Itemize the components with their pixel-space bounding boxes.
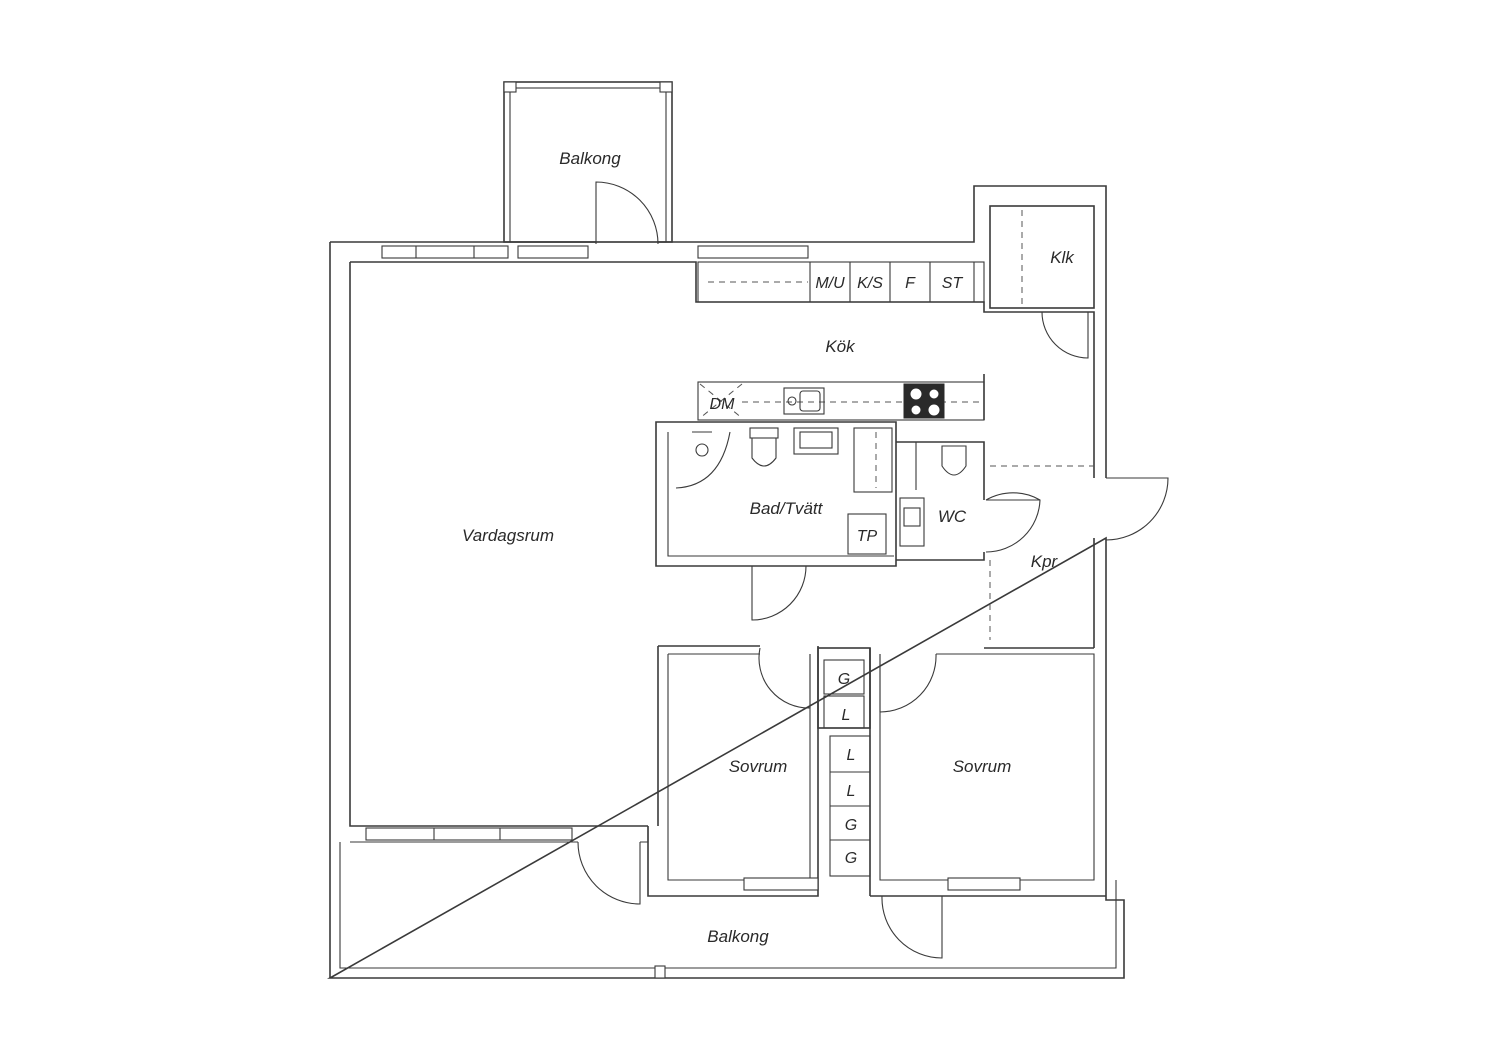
dm-label: DM (710, 396, 736, 413)
kitchen-island (697, 374, 985, 421)
windows-top (381, 245, 809, 259)
bad-tvatt-label: Bad/Tvätt (750, 499, 824, 518)
st-label: ST (942, 275, 964, 292)
wc-label: WC (938, 507, 967, 526)
f-label: F (905, 275, 916, 292)
wc-room (896, 441, 1041, 561)
sovrum-right-label: Sovrum (953, 757, 1012, 776)
bedroom-left (365, 645, 819, 905)
klk-label: Klk (1050, 248, 1075, 267)
kitchen-counter-top (697, 261, 985, 303)
closet-label: G (845, 850, 857, 867)
closets-column (817, 647, 871, 896)
balkong-bottom-label: Balkong (707, 927, 769, 946)
kpr-label: Kpr (1031, 552, 1059, 571)
kok-label: Kök (825, 337, 856, 356)
balkong-top-label: Balkong (559, 149, 621, 168)
entrance (984, 465, 1169, 649)
bedroom-right (870, 653, 1106, 959)
vardagsrum-label: Vardagsrum (462, 526, 554, 545)
klk-closet (989, 205, 1095, 359)
closet-label: L (847, 747, 856, 764)
closet-label: G (838, 671, 850, 688)
mu-label: M/U (815, 275, 845, 292)
ks-label: K/S (857, 275, 883, 292)
closet-label: L (842, 707, 851, 724)
closet-label: G (845, 817, 857, 834)
tp-label: TP (857, 528, 878, 545)
bathroom-laundry (655, 421, 897, 621)
outer-walls (326, 185, 1125, 979)
sovrum-left-label: Sovrum (729, 757, 788, 776)
closet-label: L (847, 783, 856, 800)
